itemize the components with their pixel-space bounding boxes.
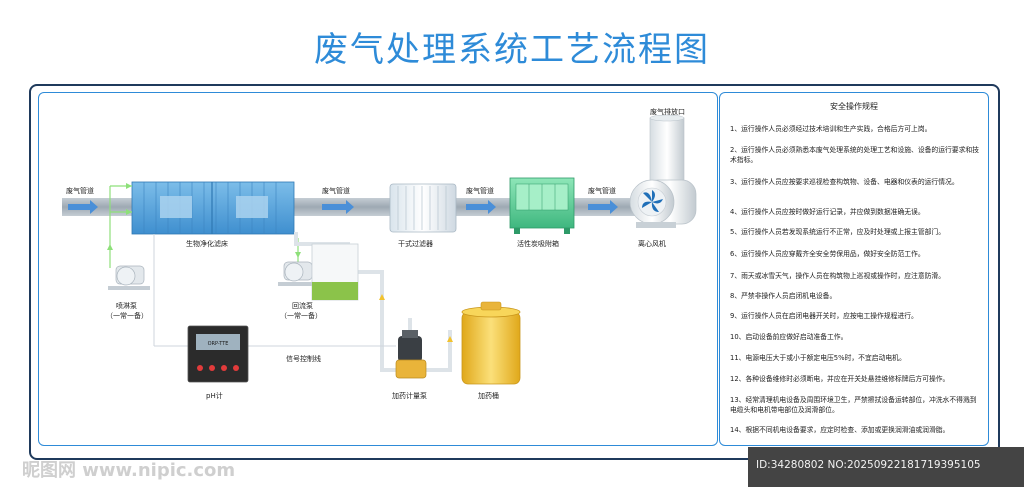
return-pump bbox=[278, 261, 320, 286]
flow-arrow bbox=[466, 200, 496, 214]
dosing-pump bbox=[395, 330, 427, 379]
safety-rule: 13、经常清理机电设备及周围环境卫生，严禁擦拭设备运转部位，冲洗水不得溅到电缆头… bbox=[730, 396, 977, 414]
flow-arrow bbox=[588, 200, 618, 214]
watermark-right: ID:34280802 NO:20250922181719395105 bbox=[748, 447, 1024, 487]
safety-rule: 7、雨天或冰雪天气，操作人员在构筑物上巡视或操作时，应注意防滑。 bbox=[730, 272, 946, 280]
safety-rule: 5、运行操作人员若发现系统运行不正常，应及时处理或上报主管部门。 bbox=[730, 228, 946, 236]
label-bio-filter: 生物净化滤床 bbox=[186, 239, 228, 248]
safety-rules-title: 安全操作规程 bbox=[830, 102, 878, 111]
label-pipe-left: 废气管道 bbox=[66, 186, 94, 195]
dosing-tank bbox=[461, 301, 521, 385]
safety-rule: 3、运行操作人员应按要求巡视检查构筑物、设备、电器和仪表的运行情况。 bbox=[730, 178, 959, 186]
label-dry-filter: 干式过滤器 bbox=[398, 239, 433, 248]
safety-rule: 11、电源电压大于或小于额定电压5%时，不宜启动电机。 bbox=[730, 354, 906, 362]
watermark-id: ID:34280802 NO:20250922181719395105 bbox=[756, 459, 981, 471]
ph-meter: ORP-TTE bbox=[187, 325, 249, 383]
label-ph-meter: pH计 bbox=[206, 391, 223, 400]
dosing-arrows bbox=[379, 294, 453, 342]
label-pipe-mid2: 废气管道 bbox=[466, 186, 494, 195]
safety-rule: 12、各种设备维修时必须断电，并应在开关处悬挂维修标牌后方可操作。 bbox=[730, 375, 950, 383]
spray-pump bbox=[108, 265, 150, 290]
flow-arrow bbox=[68, 200, 98, 214]
label-dosing-tank: 加药桶 bbox=[478, 391, 499, 400]
label-pipe-mid3: 废气管道 bbox=[588, 186, 616, 195]
ph-display-text: ORP-TTE bbox=[208, 341, 229, 347]
carbon-box bbox=[509, 177, 575, 234]
label-spray-pump: 喷淋泵 bbox=[116, 301, 137, 310]
label-exhaust: 废气排放口 bbox=[650, 107, 685, 116]
label-fan: 离心风机 bbox=[638, 239, 666, 248]
exhaust-stack-top bbox=[649, 114, 685, 122]
water-arrows bbox=[107, 183, 301, 258]
safety-rule: 14、根据不同机电设备要求，应定时检查、添加或更换润滑油或润滑脂。 bbox=[730, 426, 950, 434]
label-pipe-mid1: 废气管道 bbox=[322, 186, 350, 195]
safety-rule: 1、运行操作人员必须经过技术培训和生产实践，合格后方可上岗。 bbox=[730, 125, 932, 133]
centrifugal-fan bbox=[629, 179, 697, 228]
return-water-tank bbox=[311, 243, 359, 301]
safety-rule: 8、严禁非操作人员启闭机电设备。 bbox=[730, 292, 837, 300]
outer-frame bbox=[29, 84, 1000, 460]
safety-rule: 10、启动设备前应做好启动准备工作。 bbox=[730, 333, 848, 341]
label-carbon-box: 活性炭吸附箱 bbox=[517, 239, 559, 248]
safety-rule: 4、运行操作人员应按时做好运行记录，并应做到数据准确无误。 bbox=[730, 208, 925, 216]
safety-rules-panel: 安全操作规程 1、运行操作人员必须经过技术培训和生产实践，合格后方可上岗。 2、… bbox=[719, 92, 989, 446]
label-signal-line: 信号控制线 bbox=[286, 354, 321, 363]
flow-arrows bbox=[68, 200, 618, 214]
label-return-pump: 回流泵 bbox=[292, 301, 313, 310]
flow-arrow bbox=[322, 200, 354, 214]
watermark-left: 昵图网 www.nipic.com bbox=[22, 460, 236, 481]
page-title: 废气处理系统工艺流程图 bbox=[314, 30, 710, 70]
label-spray-pump-note: （一常一备） bbox=[106, 311, 148, 320]
safety-rule: 6、运行操作人员应穿戴齐全安全劳保用品，做好安全防范工作。 bbox=[730, 250, 925, 258]
bio-filter bbox=[131, 181, 295, 235]
diagram-panel bbox=[38, 92, 718, 446]
safety-rule: 9、运行操作人员在启闭电器开关时，应按电工操作规程进行。 bbox=[730, 312, 918, 320]
safety-rule: 2、运行操作人员必须熟悉本废气处理系统的处理工艺和设施、设备的运行要求和技术指标… bbox=[730, 146, 980, 164]
label-dosing-pump: 加药计量泵 bbox=[392, 391, 427, 400]
label-return-pump-note: （一常一备） bbox=[280, 311, 322, 320]
dry-filter bbox=[389, 183, 457, 233]
